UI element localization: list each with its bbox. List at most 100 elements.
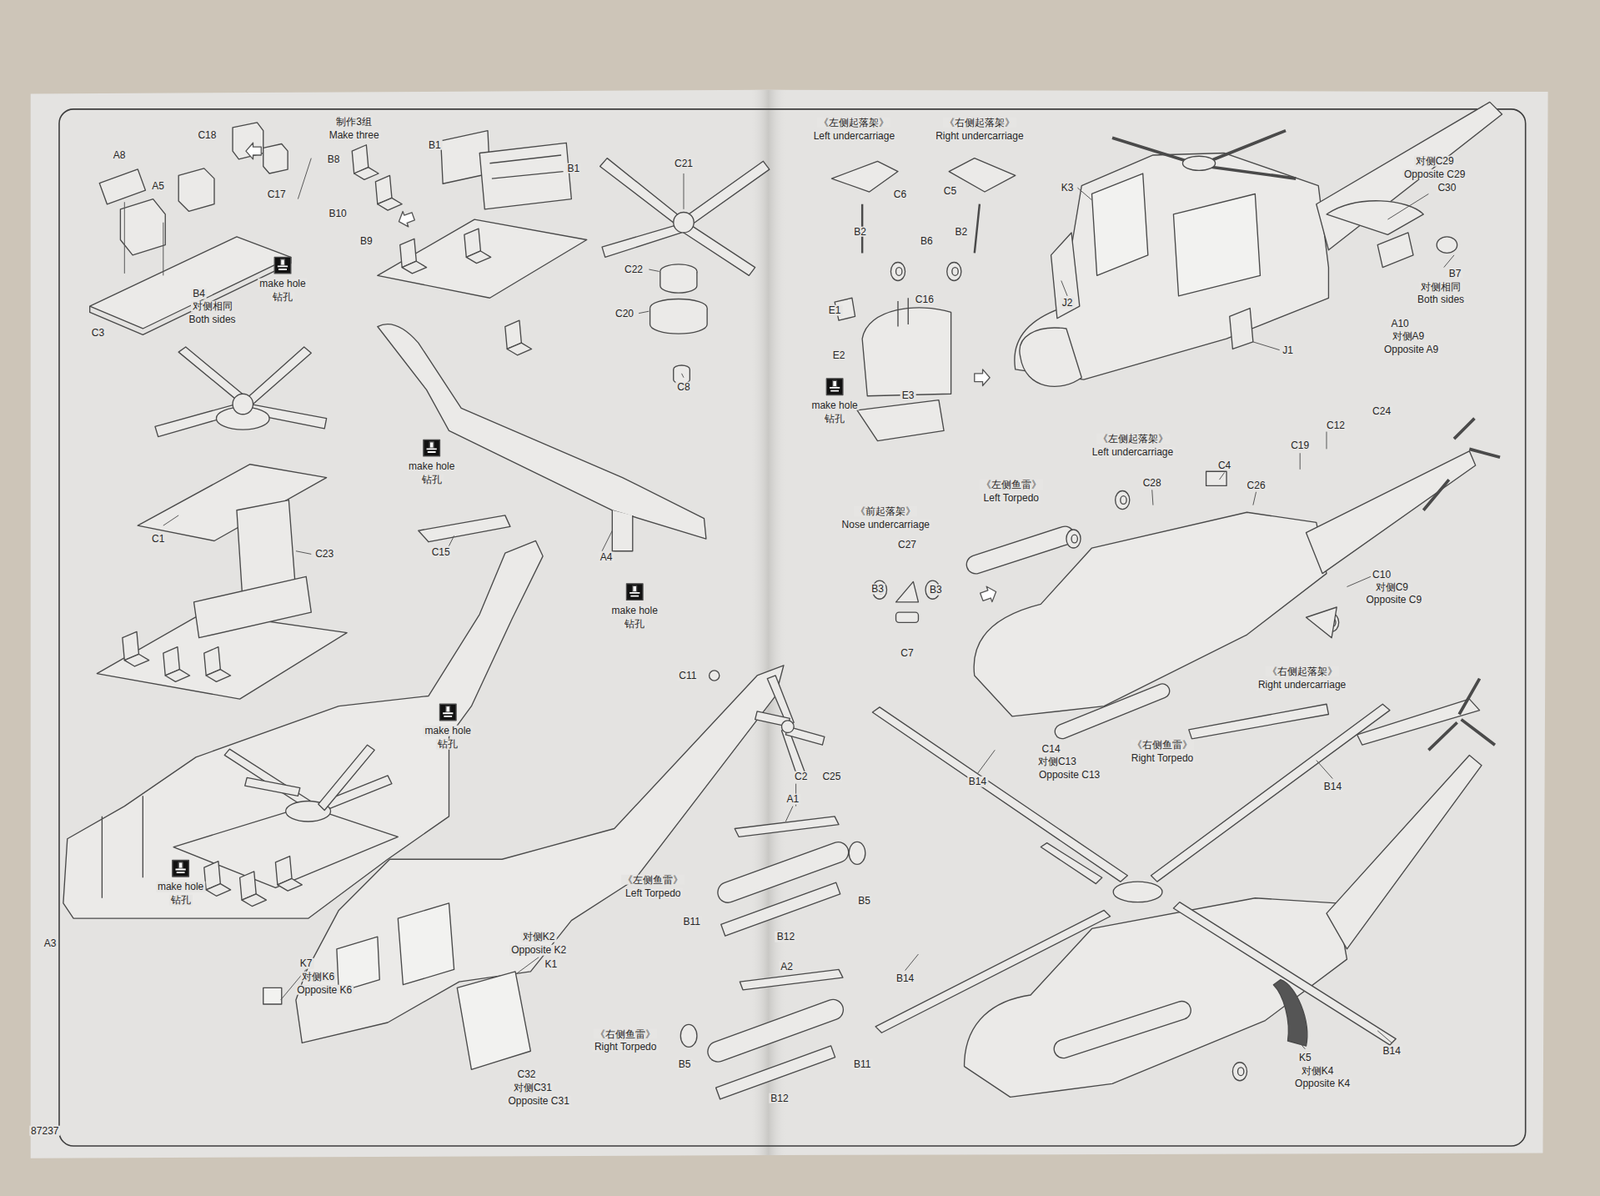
part-number: B5 [856,895,873,907]
instruction-text: Opposite C29 [1402,169,1467,181]
part-number: K7 [298,957,315,969]
part-number: C18 [195,129,218,141]
part-number: C32 [515,1068,537,1080]
instruction-text: Left undercarriage [1090,446,1175,458]
part-number: A3 [42,937,59,948]
instruction-text: 对侧相同 [1419,281,1463,293]
instruction-text: Opposite K6 [295,984,354,996]
instruction-text: Opposite A9 [1382,343,1440,355]
part-number: B7 [1447,268,1464,280]
part-number: C20 [613,307,636,319]
instruction-text: make hole [155,881,206,893]
part-number: A5 [150,180,166,191]
instruction-text: Opposite K2 [509,944,568,956]
part-number: C28 [1141,476,1164,488]
part-number: B4 [190,288,207,300]
instruction-text: Right Torpedo [1129,752,1196,764]
part-number: B1 [565,163,582,175]
instruction-text: 《左侧起落架》 [1096,433,1170,445]
part-number: C8 [675,381,692,392]
instruction-text: Right undercarriage [1256,679,1348,691]
part-number: C22 [622,264,645,276]
instruction-text: 对侧C9 [1374,581,1410,592]
instruction-text: 对侧相同 [190,300,235,312]
instruction-text: Left undercarriage [812,130,897,141]
part-number: C15 [430,546,452,558]
instruction-text: Left Torpedo [623,887,683,898]
instruction-text: 制作3组 [334,115,374,127]
part-number: C5 [942,185,958,197]
part-number: C17 [265,188,288,200]
instruction-text: Opposite C31 [506,1095,571,1107]
part-number: C16 [913,293,936,305]
instruction-text: Opposite C13 [1037,768,1102,780]
instruction-text: 《左侧鱼雷》 [979,479,1044,491]
part-number: C2 [792,771,809,783]
part-number: C24 [1370,406,1393,417]
instruction-text: 《前起落架》 [853,506,918,517]
instruction-text: 对侧K4 [1299,1064,1336,1076]
part-number: C3 [90,327,106,339]
part-number: C23 [313,548,336,560]
instruction-text: make hole [406,461,457,472]
part-number: B9 [358,235,375,247]
part-number: C7 [898,647,915,659]
part-number: A10 [1389,318,1410,330]
part-number: A2 [778,960,795,972]
instruction-text: Make three [327,129,382,141]
part-number: C30 [1435,182,1458,194]
part-number: C11 [677,670,698,682]
instruction-text: 钻孔 [622,617,647,629]
instruction-text: make hole [610,604,660,616]
part-number: K1 [543,958,560,970]
instruction-text: 钻孔 [270,291,295,303]
part-number: A8 [111,150,128,161]
instruction-text: 87237 [29,1124,61,1136]
part-number: B2 [852,225,868,237]
part-number: C6 [892,188,908,200]
part-number: C21 [672,158,695,170]
part-number: E2 [831,350,848,362]
instruction-text: 对侧K6 [300,971,337,983]
part-number: B14 [894,973,916,984]
instruction-text: 钻孔 [436,738,460,750]
part-number: B3 [927,584,944,596]
instruction-text: make hole [423,725,473,737]
instruction-text: Left Torpedo [982,492,1042,504]
part-number: E1 [827,305,843,316]
instruction-text: 钻孔 [420,474,444,486]
instruction-text: 《右侧鱼雷》 [593,1028,658,1039]
part-number: C19 [1289,439,1311,451]
instruction-text: 《左侧鱼雷》 [621,873,685,885]
part-number: B12 [775,931,797,943]
part-number: C4 [1216,460,1233,472]
part-number: B8 [326,154,342,166]
instruction-text: Right undercarriage [933,130,1025,141]
instruction-text: make hole [257,278,307,290]
part-number: A4 [598,551,615,563]
part-number: B10 [326,207,348,219]
instruction-text: 钻孔 [822,412,847,424]
instruction-text: Both sides [1415,293,1466,305]
part-number: B11 [852,1058,873,1070]
part-number: B5 [677,1058,693,1070]
part-number: C27 [896,539,918,551]
instruction-text: Both sides [187,314,238,326]
part-number: C12 [1324,420,1347,432]
part-number: C10 [1370,569,1393,581]
part-number: B2 [953,225,970,237]
instruction-text: 《右侧起落架》 [1265,666,1340,678]
part-number: C1 [150,533,166,545]
instruction-text: 《右侧起落架》 [942,117,1017,129]
instruction-text: 《右侧鱼雷》 [1130,739,1194,751]
part-number: J2 [1060,297,1075,309]
instruction-text: 钻孔 [169,894,193,906]
part-number: B14 [1322,781,1344,793]
part-number: B14 [967,776,989,788]
part-number: K3 [1059,182,1076,194]
part-number: B14 [1381,1045,1403,1057]
part-number: A1 [785,793,802,805]
part-number: K5 [1297,1051,1314,1063]
part-number: B6 [918,235,935,247]
